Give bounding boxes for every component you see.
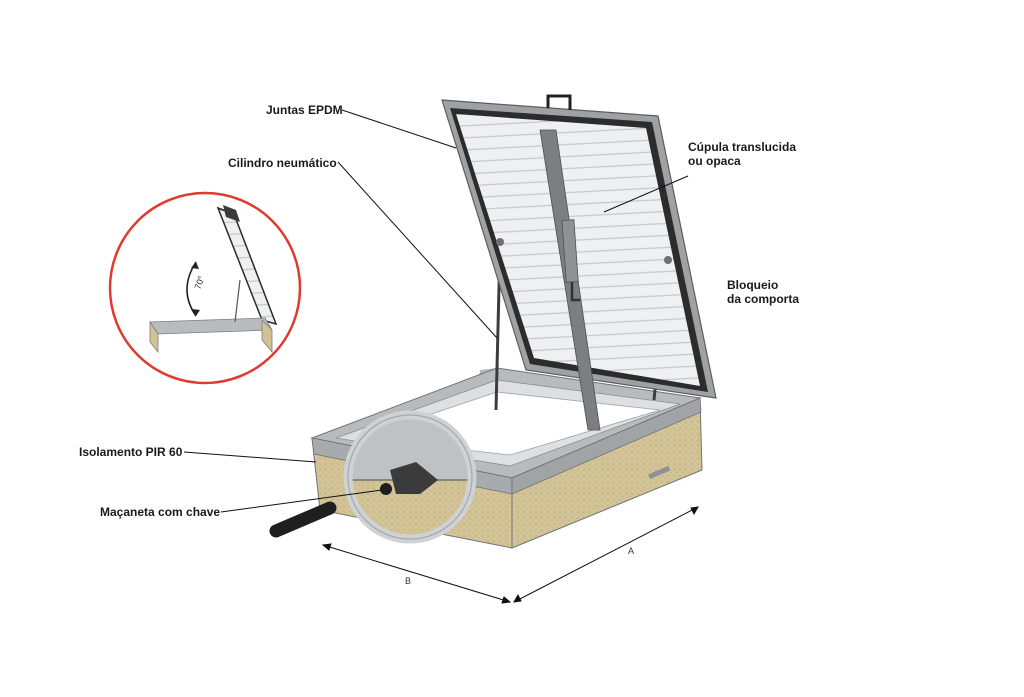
- dimension-b-arrow-end: [501, 596, 512, 604]
- leader-cupula: [603, 175, 689, 213]
- hatch-body: [269, 94, 717, 549]
- label-isolamento-pir: Isolamento PIR 60: [79, 445, 183, 459]
- leader-macaneta: [220, 489, 383, 513]
- inset-detail: 70°: [108, 191, 302, 385]
- inset-ring: [108, 191, 302, 385]
- label-macaneta-chave: Maçaneta com chave: [100, 505, 221, 519]
- label-bloqueio-line1: Bloqueio: [727, 278, 779, 292]
- label-cupula-line1: Cúpula translucida: [688, 140, 797, 154]
- label-juntas-epdm: Juntas EPDM: [266, 103, 343, 117]
- leader-cilindro: [337, 161, 498, 339]
- label-cilindro-neumatico: Cilindro neumático: [228, 156, 337, 170]
- leader-lines: [183, 109, 689, 513]
- lid-handle: [546, 94, 572, 110]
- dimension-a-line: [513, 506, 699, 603]
- label-cupula-line2: ou opaca: [688, 154, 741, 168]
- dimension-b-line: [322, 544, 511, 603]
- dimension-lines: [321, 506, 699, 604]
- label-bloqueio-line2: da comporta: [727, 292, 800, 306]
- dome-panel: [456, 114, 700, 386]
- leader-juntas: [341, 109, 457, 149]
- angle-label: 70°: [192, 274, 206, 291]
- key-handle: [269, 501, 337, 538]
- magnifier-detail: [343, 410, 477, 544]
- dimension-b-label: B: [405, 576, 412, 586]
- dimension-a-arrow-end: [690, 506, 699, 516]
- dimension-b-arrow-start: [321, 543, 332, 551]
- dimension-a-label: A: [628, 546, 635, 556]
- dimension-a-arrow-start: [513, 593, 522, 603]
- leader-isolamento: [183, 451, 317, 463]
